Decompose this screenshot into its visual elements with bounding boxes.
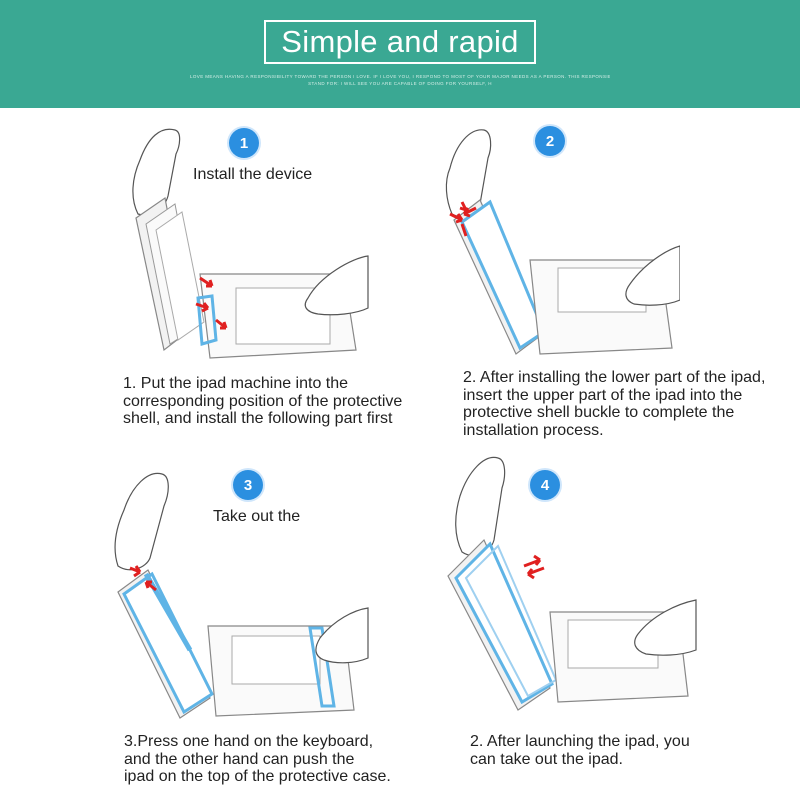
step-1-illustration	[132, 128, 369, 359]
step-1-caption-line: shell, and install the following part fi…	[123, 410, 393, 427]
step-4-caption: 2. After launching the ipad, you can tak…	[470, 733, 690, 768]
step-4-illustration	[447, 456, 697, 711]
step-2-caption-line: protective shell buckle to complete the	[463, 404, 735, 421]
header-banner: Simple and rapid LOVE MEANS HAVING A RES…	[0, 0, 800, 108]
step-2-badge: 2	[535, 126, 565, 156]
step-1-caption-line: corresponding position of the protective	[123, 392, 403, 410]
step-4-badge: 4	[530, 470, 560, 500]
step-2-caption-line: installation process.	[463, 421, 604, 439]
step-2-caption: 2. After installing the lower part of th…	[463, 369, 765, 439]
step-3-caption-line: and the other hand can push the	[124, 750, 355, 768]
step-3-caption-line: 3.Press one hand on the keyboard,	[124, 733, 374, 750]
step-3-caption-line: ipad on the top of the protective case.	[124, 768, 391, 785]
banner-title: Simple and rapid	[281, 24, 519, 59]
step-3-label: Take out the	[213, 508, 301, 525]
step-1-caption: 1. Put the ipad machine into the corresp…	[123, 375, 402, 428]
banner-title-frame: Simple and rapid	[264, 20, 536, 64]
step-3-badge: 3	[233, 470, 263, 500]
step-2-illustration	[445, 129, 680, 355]
step-3-caption: 3.Press one hand on the keyboard, and th…	[124, 733, 391, 786]
step-1-caption-line: 1. Put the ipad machine into the	[123, 375, 349, 392]
step-1-badge: 1	[229, 128, 259, 158]
banner-subtitle-line-1: LOVE MEANS HAVING A RESPONSIBILITY TOWAR…	[190, 74, 610, 79]
step-3-illustration	[114, 472, 369, 719]
step-1-label: Install the device	[193, 166, 313, 183]
banner-subtitle-line-2: STAND FOR: I WILL SEE YOU ARE CAPABLE OF…	[308, 81, 492, 86]
step-4-caption-line: can take out the ipad.	[470, 750, 623, 768]
step-2-caption-line: insert the upper part of the ipad into t…	[463, 386, 743, 404]
step-4-caption-line: 2. After launching the ipad, you	[470, 733, 690, 750]
step-2-caption-line: 2. After installing the lower part of th…	[463, 369, 766, 386]
